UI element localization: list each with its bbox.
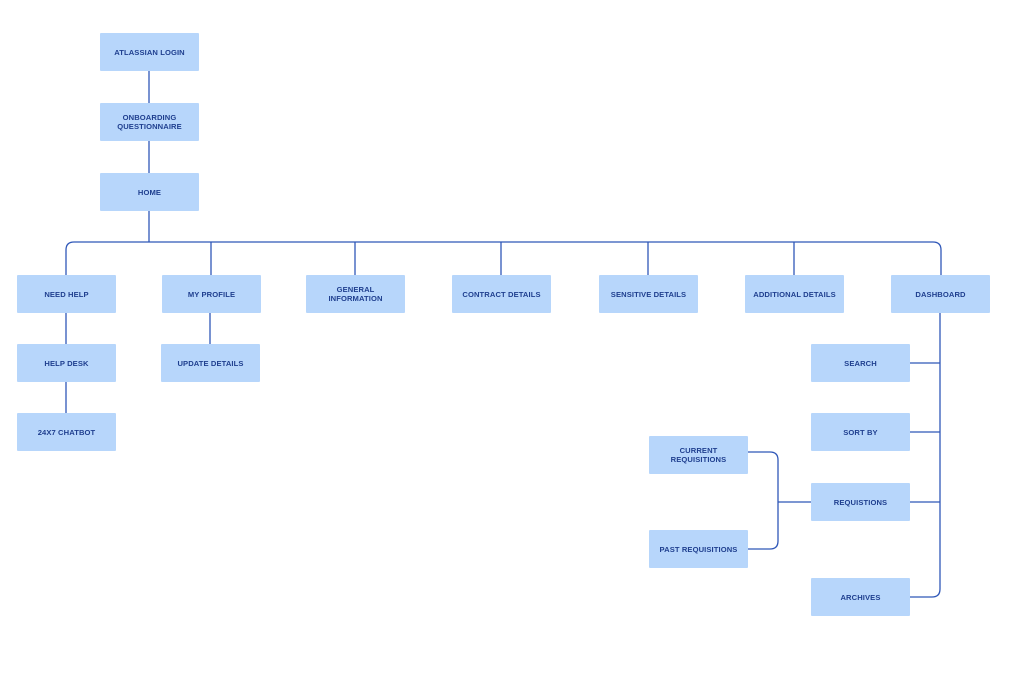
connector-split-current-past	[748, 451, 779, 550]
node-need-help: NEED HELP	[17, 275, 116, 313]
node-label: SORT BY	[843, 427, 878, 437]
node-additional-details: ADDITIONAL DETAILS	[745, 275, 844, 313]
node-label: SEARCH	[844, 358, 877, 368]
node-archives: ARCHIVES	[811, 578, 910, 616]
node-label: MY PROFILE	[187, 289, 236, 299]
node-24x7-chatbot: 24X7 CHATBOT	[17, 413, 116, 451]
node-requistions: REQUISTIONS	[811, 483, 910, 521]
node-atlassian-login: ATLASSIAN LOGIN	[100, 33, 199, 71]
node-label: ARCHIVES	[840, 592, 881, 602]
node-onboarding-questionnaire: ONBOARDING QUESTIONNAIRE	[100, 103, 199, 141]
node-sort-by: SORT BY	[811, 413, 910, 451]
node-home: HOME	[100, 173, 199, 211]
node-search: SEARCH	[811, 344, 910, 382]
node-label: CONTRACT DETAILS	[462, 289, 541, 299]
node-contract-details: CONTRACT DETAILS	[452, 275, 551, 313]
node-label: ADDITIONAL DETAILS	[753, 289, 836, 299]
node-label: CURRENT REQUISITIONS	[670, 446, 727, 464]
node-label: ATLASSIAN LOGIN	[114, 47, 185, 57]
node-label: DASHBOARD	[915, 289, 966, 299]
node-current-requisitions: CURRENT REQUISITIONS	[649, 436, 748, 474]
node-label: HELP DESK	[44, 358, 89, 368]
node-sensitive-details: SENSITIVE DETAILS	[599, 275, 698, 313]
node-label: GENERAL INFORMATION	[328, 285, 383, 303]
connector-dashboard-trunk	[909, 312, 941, 598]
node-label: NEED HELP	[44, 289, 89, 299]
node-dashboard: DASHBOARD	[891, 275, 990, 313]
node-help-desk: HELP DESK	[17, 344, 116, 382]
node-label: PAST REQUISITIONS	[659, 544, 738, 554]
node-general-information: GENERAL INFORMATION	[306, 275, 405, 313]
node-label: HOME	[137, 187, 162, 197]
node-label: SENSITIVE DETAILS	[610, 289, 687, 299]
node-past-requisitions: PAST REQUISITIONS	[649, 530, 748, 568]
node-my-profile: MY PROFILE	[162, 275, 261, 313]
node-label: ONBOARDING QUESTIONNAIRE	[117, 113, 182, 131]
node-label: REQUISTIONS	[833, 497, 888, 507]
connector-bus	[65, 241, 942, 275]
node-update-details: UPDATE DETAILS	[161, 344, 260, 382]
node-label: 24X7 CHATBOT	[37, 427, 96, 437]
node-label: UPDATE DETAILS	[177, 358, 244, 368]
